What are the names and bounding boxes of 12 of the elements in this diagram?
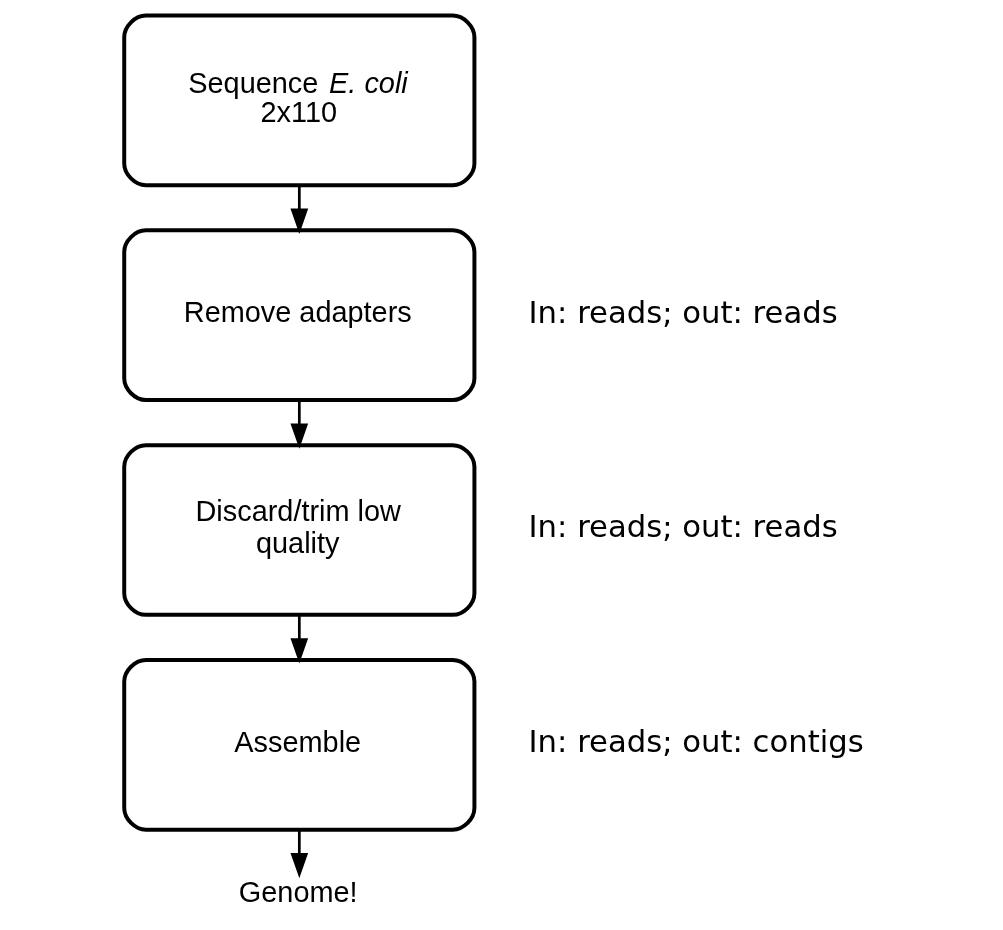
arrow [290, 829, 309, 879]
node-box: Assemble [122, 657, 477, 832]
node-label: In: reads; out: reads [528, 294, 838, 330]
arrow [290, 185, 309, 234]
arrow [290, 615, 309, 664]
node-text: Genome! [238, 875, 358, 908]
arrow [290, 400, 309, 449]
node-box: Remove adapters [122, 228, 477, 402]
node-box: Sequence E. coli 2x110 [122, 13, 477, 188]
node-label: In: reads; out: contigs [528, 724, 864, 760]
node-box: Discard/trim low quality [122, 443, 477, 617]
node-label: In: reads; out: reads [528, 509, 838, 545]
